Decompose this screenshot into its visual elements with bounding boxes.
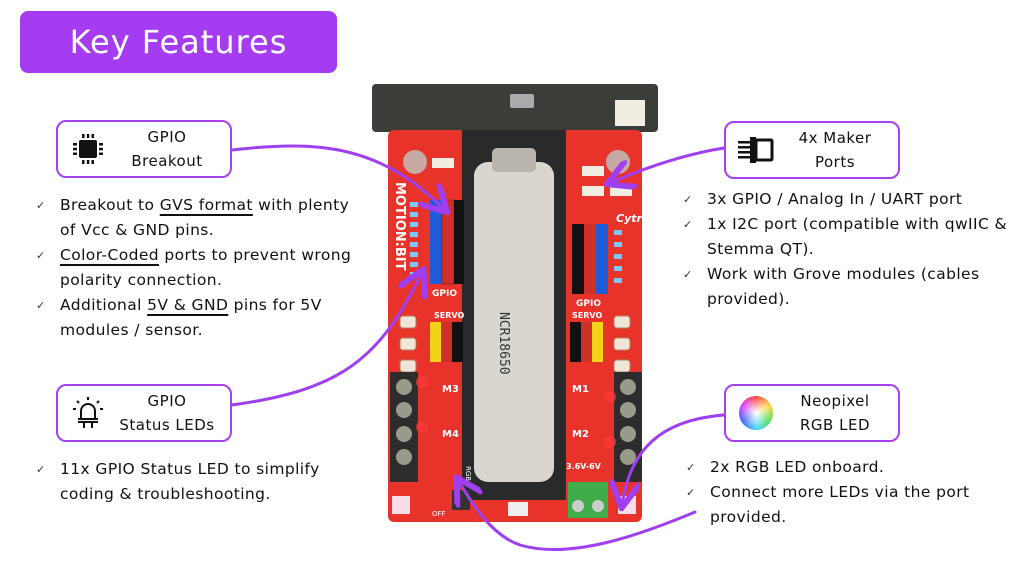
callout-title-line2: Ports <box>814 153 856 171</box>
maker-port <box>582 186 604 196</box>
list-gpio-breakout: Breakout to GVS format with plenty of Vc… <box>36 193 366 343</box>
gpio-label-left: GPIO <box>432 289 457 299</box>
servo-label-left: SERVO <box>434 311 464 320</box>
page-title: Key Features <box>69 23 288 61</box>
list-item: Breakout to GVS format with plenty of Vc… <box>36 193 366 243</box>
voltage-label: 3.6V-6V <box>566 462 602 471</box>
list-status-leds: 11x GPIO Status LED to simplify coding &… <box>36 457 366 507</box>
power-terminal <box>568 482 608 518</box>
usb-port <box>508 502 528 516</box>
callout-status-leds: GPIO Status LEDs <box>56 384 232 442</box>
rgb-led-left <box>392 496 410 514</box>
callout-gpio-breakout: GPIO Breakout <box>56 120 232 178</box>
callout-title-line2: Status LEDs <box>119 416 215 434</box>
off-label: OFF <box>432 510 446 518</box>
list-item: 11x GPIO Status LED to simplify coding &… <box>36 457 366 507</box>
battery-label: NCR18650 <box>496 312 511 375</box>
board-name: MOTION:BIT <box>392 182 407 271</box>
rgb-led-right <box>618 496 636 514</box>
brand-label: Cytron <box>616 212 657 225</box>
chip-icon <box>66 127 110 171</box>
callout-title-line1: Neopixel <box>800 392 870 410</box>
callout-title-line2: RGB LED <box>800 416 870 434</box>
list-item: Work with Grove modules (cables provided… <box>683 262 1018 312</box>
list-item: Additional 5V & GND pins for 5V modules … <box>36 293 366 343</box>
power-switch <box>452 490 470 510</box>
led-icon <box>66 391 110 435</box>
maker-port <box>582 166 604 176</box>
title-banner: Key Features <box>20 11 337 73</box>
list-item: 1x I2C port (compatible with qwIIC & Ste… <box>683 212 1018 262</box>
gpio-label-right: GPIO <box>576 299 601 309</box>
color-wheel-icon <box>734 391 778 435</box>
callout-title-line2: Breakout <box>131 152 203 170</box>
list-item: Connect more LEDs via the port provided. <box>686 480 1006 530</box>
battery <box>474 162 554 482</box>
motor-label-m2: M2 <box>572 429 589 440</box>
list-item: 3x GPIO / Analog In / UART port <box>683 187 1018 212</box>
motor-label-m4: M4 <box>442 429 459 440</box>
list-neopixel: 2x RGB LED onboard. Connect more LEDs vi… <box>686 455 1006 530</box>
callout-title-line1: 4x Maker <box>798 129 872 147</box>
list-item: Color-Coded ports to prevent wrong polar… <box>36 243 366 293</box>
rgb-port-label: RGB <box>464 466 472 481</box>
callout-title-line1: GPIO <box>147 128 187 146</box>
motor-label-m1: M1 <box>572 384 589 395</box>
motion-bit-board: NCR18650 GPIO MOTION:BIT GPIO Cytron SER… <box>372 84 658 522</box>
motor-label-m3: M3 <box>442 384 459 395</box>
connector-icon <box>734 128 778 172</box>
servo-label-right: SERVO <box>572 311 602 320</box>
list-maker-ports: 3x GPIO / Analog In / UART port 1x I2C p… <box>683 187 1018 312</box>
callout-title-line1: GPIO <box>147 392 187 410</box>
maker-port <box>610 186 632 196</box>
list-item: 2x RGB LED onboard. <box>686 455 1006 480</box>
maker-port <box>432 158 454 168</box>
